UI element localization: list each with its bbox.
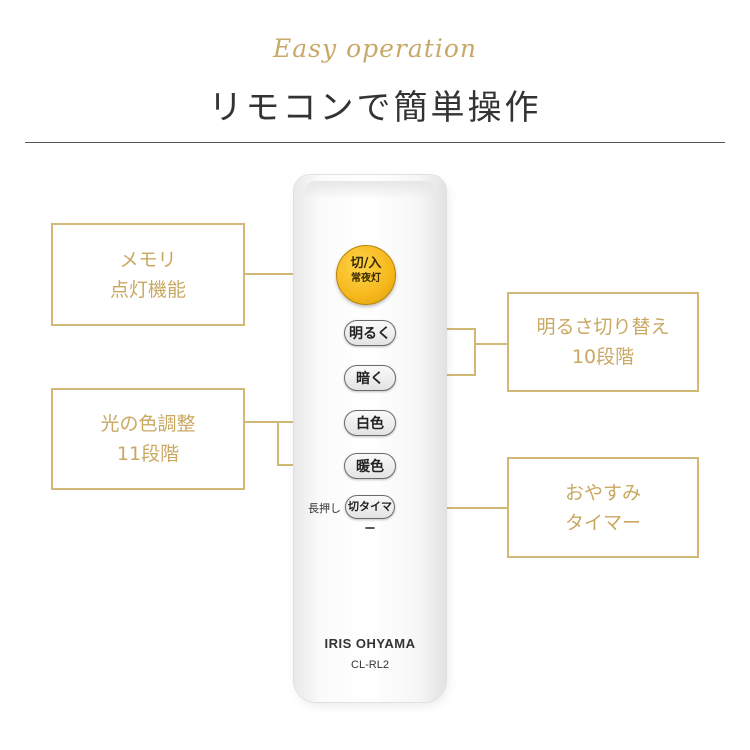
white-color-button[interactable]: 白色: [344, 410, 396, 436]
connector-sleep: [415, 507, 507, 509]
off-timer-button[interactable]: 切タイマー: [345, 495, 395, 535]
connector-color-b: [277, 421, 279, 466]
connector-bright-b: [423, 374, 475, 376]
connector-bright-a: [423, 328, 475, 330]
long-press-label: 長押し: [308, 502, 341, 515]
connector-bright-d: [474, 343, 507, 345]
remote-top-edge: [304, 181, 436, 199]
connector-bright-c: [474, 328, 476, 376]
power-label-top: 切/入: [350, 256, 382, 271]
callout-memory-line1: メモリ: [119, 248, 177, 271]
callout-sleep-line2: タイマー: [564, 511, 641, 534]
brand-logo: IRIS OHYAMA: [324, 636, 416, 651]
callout-brightness-line2: 10段階: [571, 346, 635, 368]
brighter-button[interactable]: 明るく: [344, 320, 396, 346]
warm-color-button[interactable]: 暖色: [344, 453, 396, 479]
callout-memory-line2: 点灯機能: [109, 278, 186, 301]
connector-memory: [245, 273, 322, 275]
divider: [25, 142, 725, 143]
callout-brightness: 明るさ切り替え 10段階: [507, 292, 699, 392]
callout-memory: メモリ 点灯機能: [51, 223, 245, 326]
callout-color-line2: 11段階: [116, 443, 180, 465]
connector-color-a: [245, 421, 278, 423]
power-button[interactable]: 切/入 常夜灯: [336, 245, 396, 305]
subtitle: Easy operation: [273, 34, 477, 63]
remote-control: 切/入 常夜灯 明るく 暗く 白色 暖色 長押し 切タイマー IRIS OHYA…: [294, 175, 446, 702]
callout-sleep-line1: おやすみ: [564, 481, 641, 504]
callout-color: 光の色調整 11段階: [51, 388, 245, 490]
power-label-bottom: 常夜灯: [351, 273, 381, 284]
callout-brightness-line1: 明るさ切り替え: [536, 316, 670, 338]
page-title: リモコンで簡単操作: [208, 88, 542, 128]
callout-color-line1: 光の色調整: [100, 413, 196, 435]
callout-sleep: おやすみ タイマー: [507, 457, 699, 558]
model-number: CL-RL2: [351, 659, 389, 671]
darker-button[interactable]: 暗く: [344, 365, 396, 391]
